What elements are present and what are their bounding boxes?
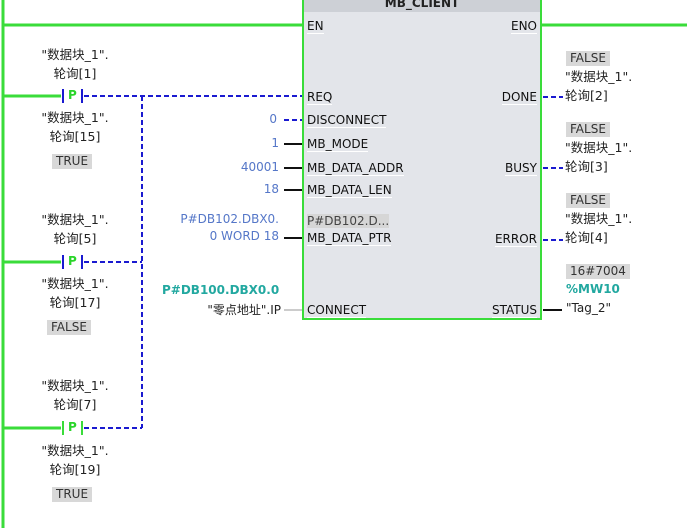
pin-status: STATUS	[491, 303, 537, 318]
pin-connect: CONNECT	[307, 303, 367, 318]
mb-data-len-value[interactable]: 18	[263, 182, 279, 196]
contact-2-edge-value: FALSE	[47, 320, 91, 335]
pin-disconnect: DISCONNECT	[307, 113, 387, 128]
mb-client-block[interactable]: MB_CLIENT EN REQ DISCONNECT MB_MODE MB_D…	[302, 0, 542, 320]
error-tag[interactable]: "数据块_1".轮询[4]	[565, 211, 633, 245]
contact-3-edge-value: TRUE	[52, 487, 93, 502]
status-tag[interactable]: "Tag_2"	[566, 301, 611, 315]
status-address: %MW10	[566, 282, 620, 296]
pin-mb-data-ptr: MB_DATA_PTR	[307, 231, 392, 246]
p-contact-2[interactable]: P	[68, 254, 77, 268]
block-title: MB_CLIENT	[304, 0, 540, 12]
pin-en: EN	[307, 19, 324, 34]
pin-req: REQ	[307, 90, 333, 105]
pin-eno: ENO	[510, 19, 537, 34]
contact-1-tag: "数据块_1".轮询[1]	[41, 47, 109, 81]
contact-3-edge-tag: "数据块_1".轮询[19]	[41, 443, 109, 477]
pin-error: ERROR	[494, 232, 537, 247]
mb-data-ptr-param[interactable]: P#DB102.DBX0.0 WORD 18	[180, 212, 279, 243]
busy-tag[interactable]: "数据块_1".轮询[3]	[565, 140, 633, 174]
p-contact-3[interactable]: P	[68, 420, 77, 434]
p-contact-1[interactable]: P	[68, 88, 77, 102]
pin-mb-data-len: MB_DATA_LEN	[307, 183, 392, 198]
pin-mb-data-addr: MB_DATA_ADDR	[307, 161, 404, 176]
contact-2-tag: "数据块_1".轮询[5]	[41, 212, 109, 246]
mb-data-addr-value[interactable]: 40001	[240, 160, 279, 174]
contact-1-edge-tag: "数据块_1".轮询[15]	[41, 110, 109, 144]
status-value: 16#7004	[566, 264, 630, 279]
mb-data-ptr-value: P#DB102.D...	[307, 214, 390, 228]
pin-mb-mode: MB_MODE	[307, 137, 369, 152]
contact-2-edge-tag: "数据块_1".轮询[17]	[41, 276, 109, 310]
connect-tag[interactable]: "零点地址".IP	[207, 303, 281, 317]
mb-mode-value[interactable]: 1	[271, 136, 279, 150]
contact-1-edge-value: TRUE	[52, 154, 93, 169]
done-value: FALSE	[566, 51, 610, 66]
busy-value: FALSE	[566, 122, 610, 137]
done-tag[interactable]: "数据块_1".轮询[2]	[565, 69, 633, 103]
pin-done: DONE	[501, 90, 537, 105]
disconnect-value[interactable]: 0	[269, 112, 277, 126]
contact-3-tag: "数据块_1".轮询[7]	[41, 378, 109, 412]
error-value: FALSE	[566, 193, 610, 208]
pin-busy: BUSY	[505, 161, 537, 176]
connect-value: P#DB100.DBX0.0	[162, 283, 280, 297]
